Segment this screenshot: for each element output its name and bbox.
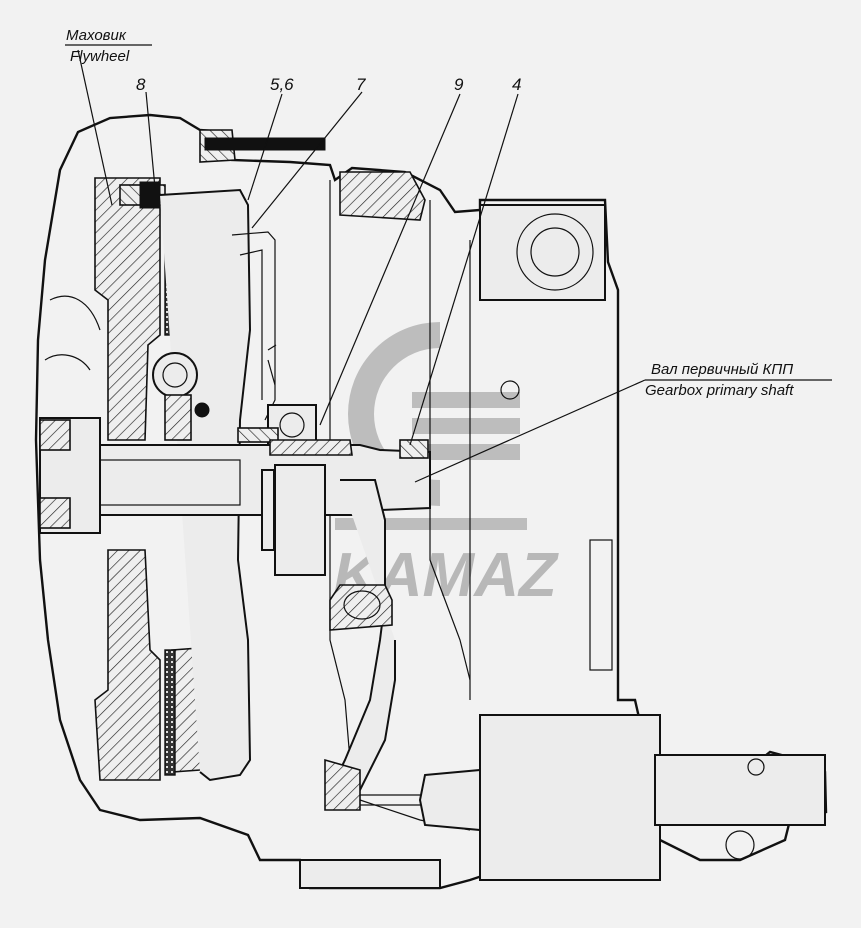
label-shaft-en: Gearbox primary shaft [645, 382, 794, 399]
shaft-seat-ring [269, 439, 353, 456]
spline-hub [274, 464, 326, 576]
label-flywheel-ru: Маховик [66, 27, 127, 44]
booster-boot [418, 768, 481, 832]
label-flywheel-en: Flywheel [70, 48, 130, 65]
release-bearing-ball [279, 412, 305, 438]
watermark-logo-bar-2 [412, 418, 520, 434]
leader-shaft [414, 379, 646, 483]
flywheel-disc-lower [94, 549, 161, 781]
gearbox-top-housing [479, 204, 606, 301]
crankshaft-flange-upper [39, 419, 71, 451]
leader-9 [319, 93, 461, 426]
damper-hub-upper [164, 394, 192, 441]
callout-7: 7 [356, 75, 366, 94]
leader-4 [409, 93, 519, 446]
leader-5-6 [247, 93, 283, 201]
flywheel [94, 177, 166, 781]
booster-valve [747, 758, 765, 776]
shaft-bearing-ring-4 [399, 439, 429, 459]
flywheel-disc-upper [94, 177, 161, 441]
booster-outlet [725, 830, 755, 860]
gearbox-plug [500, 380, 520, 400]
leader-7 [251, 91, 363, 229]
release-fork [324, 479, 396, 811]
damper-spring [194, 402, 210, 418]
gearbox-front [199, 129, 613, 671]
fork-pivot [324, 758, 361, 811]
watermark-logo-bar-1 [412, 392, 520, 408]
callout-4: 4 [512, 75, 521, 94]
pilot-bearing-inner [162, 362, 188, 388]
booster-body [479, 714, 661, 881]
housing-bolt [204, 137, 326, 151]
housing-bottom-cover [299, 859, 441, 889]
label-shaft-ru: Вал первичный КПП [651, 361, 793, 378]
housing-top-flange [339, 171, 426, 221]
callout-8: 8 [136, 75, 146, 94]
gearbox-top-boss-outer [516, 213, 594, 291]
pneumatic-booster [299, 714, 826, 889]
leader-lines [65, 44, 832, 483]
release-bearing-body [267, 404, 317, 446]
gearbox-top-boss-inner [530, 227, 580, 277]
booster-cylinder [654, 754, 826, 826]
release-sleeve [237, 427, 279, 443]
release-bearing [152, 352, 317, 446]
fork-shaft-hole [343, 590, 381, 620]
pilot-bearing-outer [152, 352, 198, 398]
fork-arm [328, 479, 396, 802]
gearbox-rib [589, 539, 613, 671]
callout-9: 9 [454, 75, 464, 94]
text-labels: Маховик Flywheel 8 5,6 7 9 4 Вал первичн… [66, 27, 794, 399]
flywheel-bolt-8 [139, 181, 161, 209]
fork-shaft-boss [329, 584, 393, 631]
shaft-center-line [99, 459, 241, 506]
leader-flywheel [77, 49, 113, 206]
crankshaft-flange-lower [39, 497, 71, 529]
input-spline [261, 469, 275, 551]
friction-lining-lower [164, 649, 176, 776]
leader-8 [145, 91, 156, 189]
callout-5-6: 5,6 [270, 75, 294, 94]
